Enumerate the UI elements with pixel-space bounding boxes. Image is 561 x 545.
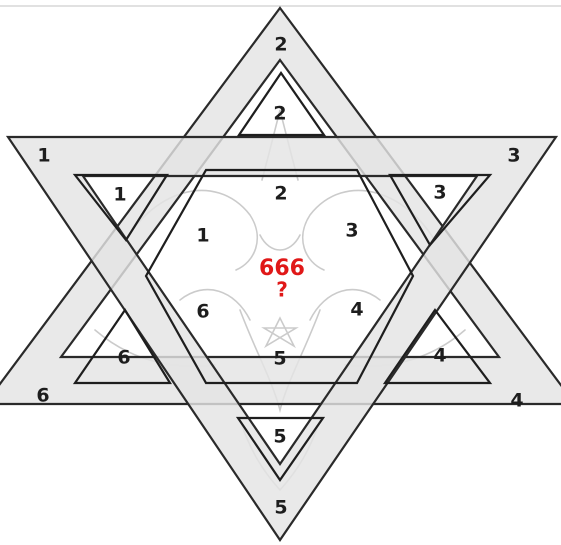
- tip-triangle-top-number: 2: [273, 103, 286, 125]
- outer-tip-upper-left-number: 1: [37, 145, 50, 167]
- pentagram-sketch: [264, 318, 296, 346]
- hexagon-lower-left-number: 6: [196, 301, 209, 323]
- outer-tip-lower-right-number: 4: [510, 390, 523, 412]
- hexagon-bottom-number: 5: [273, 348, 286, 370]
- outer-tip-top-number: 2: [274, 34, 287, 56]
- outer-tip-upper-right-number: 3: [507, 145, 520, 167]
- outer-tip-bottom-number: 5: [274, 497, 287, 519]
- hexagon-upper-left-number: 1: [196, 225, 209, 247]
- tip-triangle-lower-left-number: 6: [117, 347, 130, 369]
- hexagon-upper-right-number: 3: [345, 220, 358, 242]
- outer-tip-lower-left-number: 6: [36, 385, 49, 407]
- tip-triangle-upper-right-number: 3: [433, 182, 446, 204]
- tip-triangle-bottom-number: 5: [273, 426, 286, 448]
- hexagon-top-number: 2: [274, 183, 287, 205]
- center-question-mark: ?: [276, 278, 288, 302]
- hexagon-lower-right-number: 4: [350, 299, 363, 321]
- tip-triangle-upper-left-number: 1: [113, 184, 126, 206]
- tip-triangle-lower-right-number: 4: [433, 345, 446, 367]
